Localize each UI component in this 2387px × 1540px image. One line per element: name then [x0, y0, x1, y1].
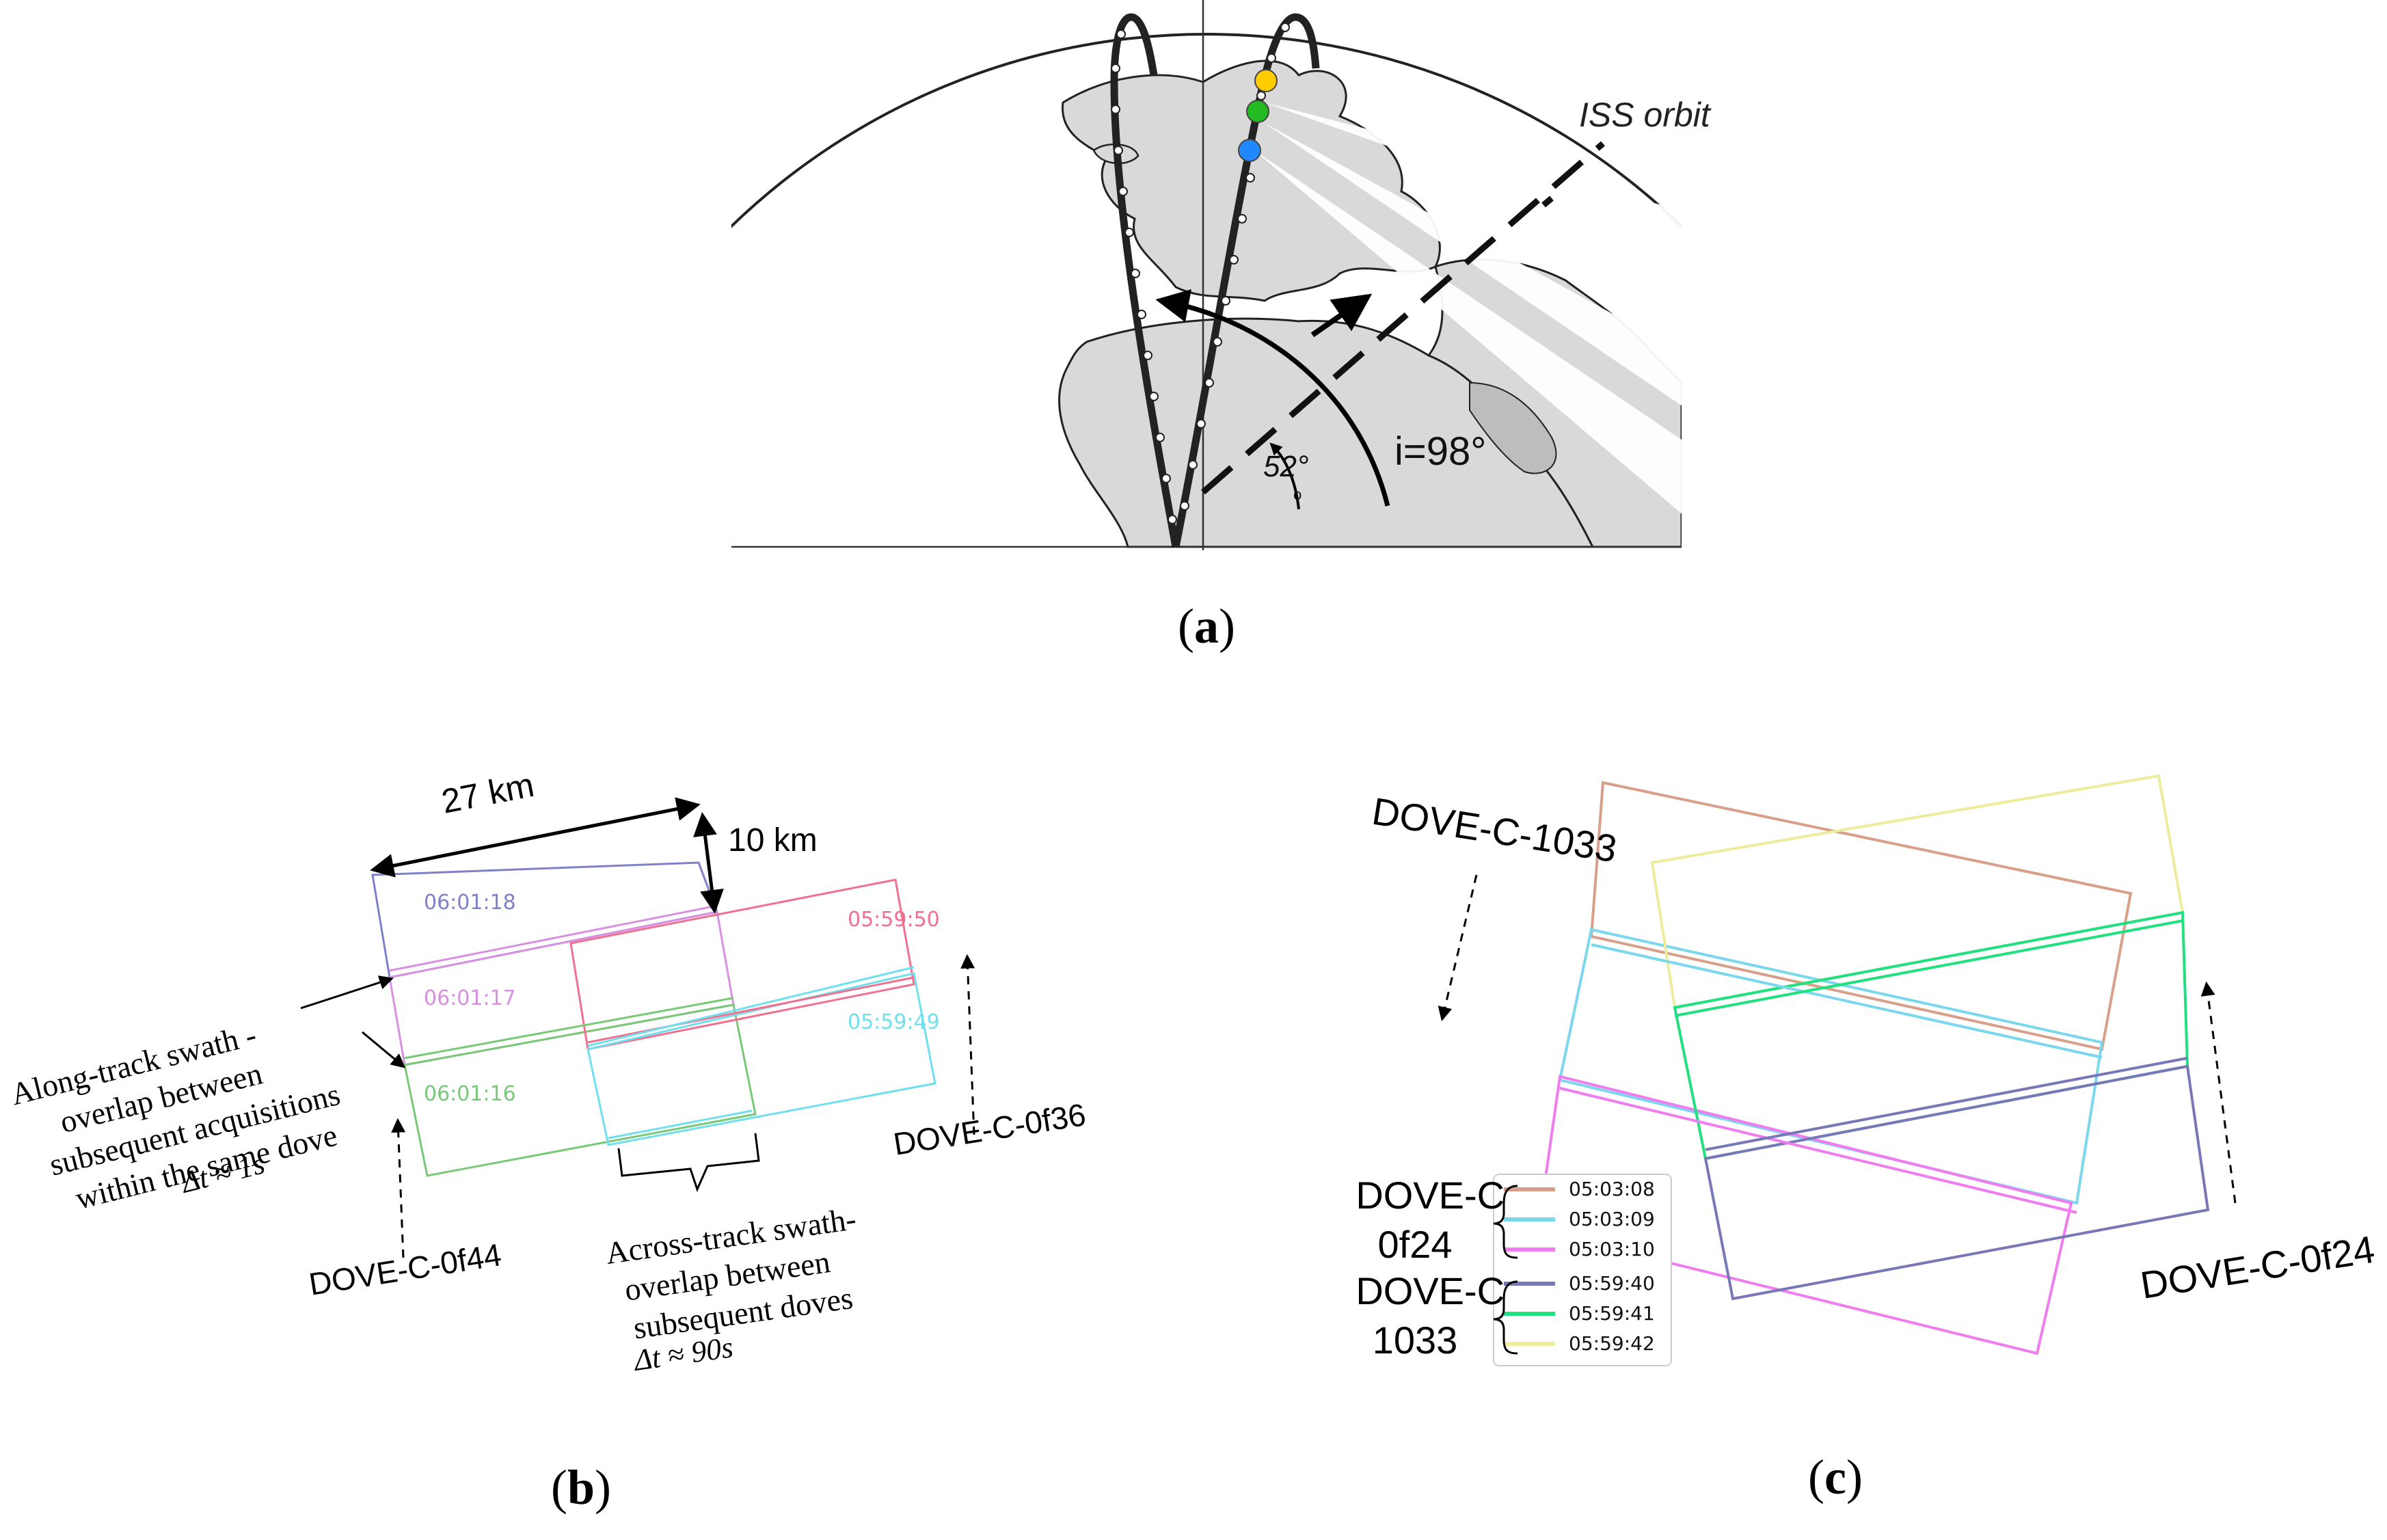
angle-label: 52° [1263, 450, 1309, 483]
legend: 05:03:08 05:03:09 05:03:10 05:59:40 05:5… [1504, 1178, 1655, 1355]
scene-050309 [1558, 928, 2104, 1205]
dove-top-label: DOVE-C-1033 [1369, 789, 1619, 871]
iss-orbit-line-tail [1541, 195, 1554, 208]
dove-top-direction-arrow [1438, 874, 1478, 1022]
caption-a: (a) [1178, 599, 1235, 653]
group1-brace [1493, 1185, 1518, 1259]
across-track-bracket [617, 1133, 760, 1193]
satellite-blue [1238, 139, 1261, 162]
frame-time-055950: 05:59:50 [848, 908, 940, 932]
dove-left-label: DOVE-C-0f44 [306, 1237, 503, 1302]
group1-label: DOVE-C 0f24 [1356, 1174, 1515, 1266]
caption-b: (b) [551, 1460, 611, 1515]
frame-060116 [403, 1003, 757, 1177]
inclination-label: i=98° [1394, 429, 1486, 474]
along-track-pointer-1 [300, 975, 394, 1010]
frame-time-060116: 06:01:16 [424, 1082, 516, 1106]
legend-label-050308: 05:03:08 [1569, 1178, 1655, 1200]
angle-arc [1269, 442, 1300, 510]
scene-050308 [1589, 781, 2133, 1051]
frame-055950 [569, 878, 915, 1051]
along-track-pointer-2 [362, 1031, 406, 1068]
satellite-green [1246, 100, 1269, 123]
frame-time-055949: 05:59:49 [848, 1010, 940, 1034]
arabia-landmass [1469, 381, 1557, 474]
dove-right-direction-arrow [960, 954, 975, 1135]
dove-left-direction-arrow [391, 1118, 406, 1258]
group2-label: DOVE-C 1033 [1356, 1269, 1515, 1362]
frame-060118 [371, 861, 719, 979]
caption-c: (c) [1808, 1450, 1863, 1504]
width-dimension-arrow [370, 797, 701, 878]
iss-direction-arrow [1310, 293, 1373, 338]
orbit-track-1 [1110, 13, 1180, 548]
inclination-arc [1155, 289, 1390, 506]
panel-b-swaths [371, 861, 936, 1177]
scene-055940 [1703, 1064, 2210, 1301]
dove-right-label: DOVE-C-0f36 [891, 1096, 1088, 1162]
frame-055949 [586, 972, 936, 1146]
group2-brace [1493, 1280, 1518, 1355]
height-dimension-arrow [693, 812, 724, 914]
height-label: 10 km [728, 822, 818, 859]
satellite-yellow [1254, 69, 1278, 92]
legend-label-055940: 05:59:40 [1569, 1272, 1655, 1295]
iss-orbit-line [1201, 141, 1605, 495]
frame-time-060117: 06:01:17 [424, 986, 516, 1010]
orbit-track-dots [1111, 23, 1290, 524]
iss-orbit-label: ISS orbit [1579, 96, 1712, 134]
across-track-text: Across-track swath- overlap between subs… [604, 1200, 877, 1348]
dove-right-c-direction-arrow [2200, 981, 2237, 1204]
frame-time-060118: 06:01:18 [424, 891, 516, 915]
small-mark: o [1293, 486, 1302, 503]
legend-label-055942: 05:59:42 [1569, 1332, 1655, 1355]
legend-box [1493, 1174, 1672, 1366]
legend-label-055941: 05:59:41 [1569, 1302, 1655, 1325]
width-label: 27 km [438, 766, 537, 821]
legend-label-050310: 05:03:10 [1569, 1238, 1655, 1260]
scene-055941 [1673, 910, 2189, 1161]
dove-right-c-label: DOVE-C-0f24 [2137, 1228, 2377, 1307]
legend-label-050309: 05:03:09 [1569, 1208, 1655, 1230]
panel-a-globe [731, 0, 1682, 550]
